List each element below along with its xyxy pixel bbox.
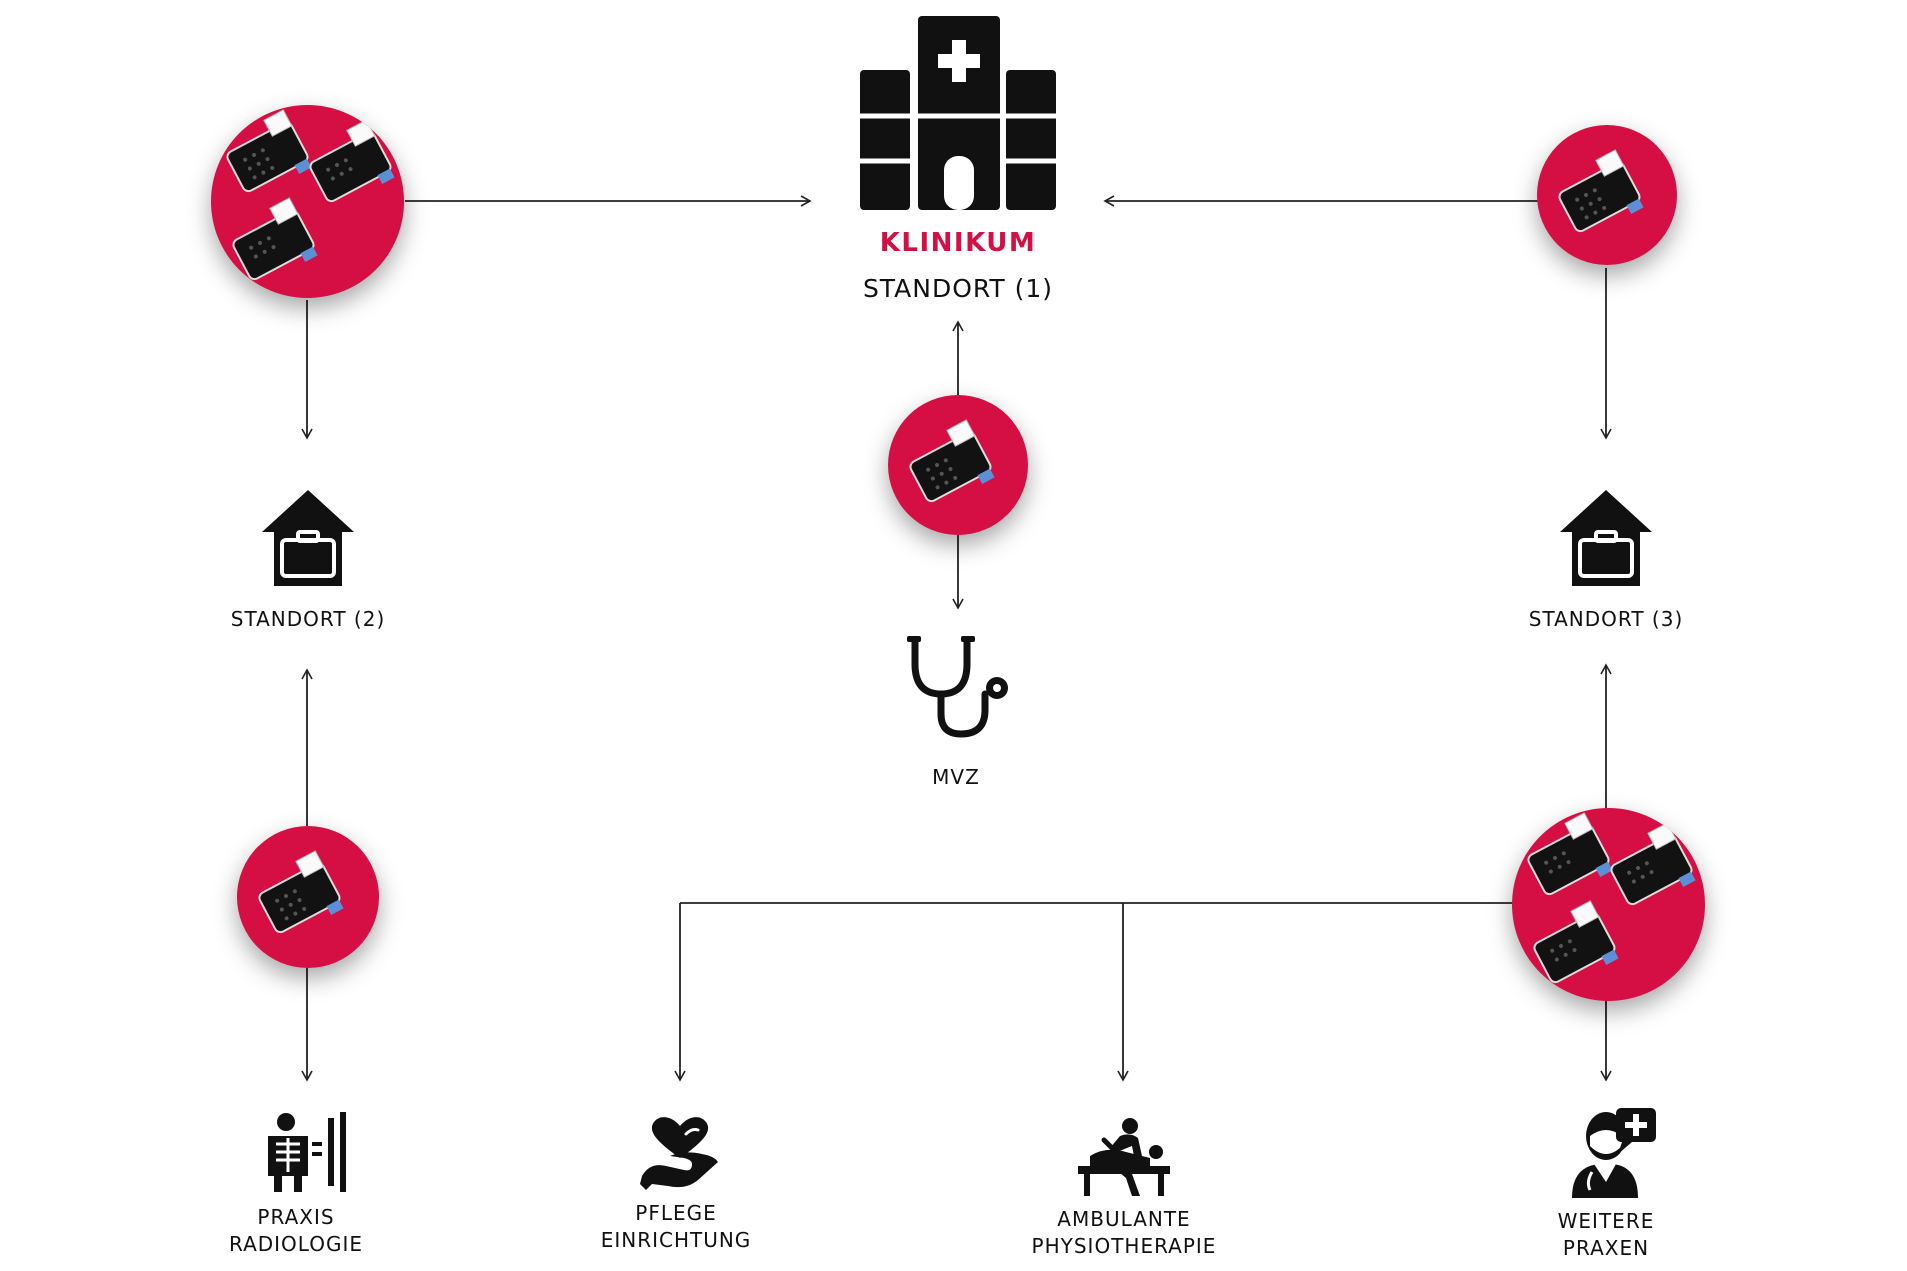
terminal-center xyxy=(888,395,1028,535)
radiologie-line2: RADIOLOGIE xyxy=(228,1232,364,1256)
physio-line1: AMBULANTE xyxy=(1057,1207,1191,1231)
radiologie-line1: PRAXIS xyxy=(257,1205,335,1229)
praxen-label: WEITERE PRAXEN xyxy=(1558,1208,1655,1262)
pflege-label: PFLEGE EINRICHTUNG xyxy=(601,1200,752,1254)
physio-label: AMBULANTE PHYSIOTHERAPIE xyxy=(1032,1206,1217,1260)
terminal-cluster-top-left xyxy=(211,105,404,298)
praxen-line2: PRAXEN xyxy=(1562,1236,1650,1260)
mvz-label: MVZ xyxy=(932,765,980,789)
physio-line2: PHYSIOTHERAPIE xyxy=(1031,1234,1217,1258)
hospital-icon xyxy=(860,16,1056,210)
physiotherapy-icon xyxy=(1078,1118,1170,1196)
card-terminal-icon xyxy=(1558,149,1644,233)
terminal-cluster-bottom-right xyxy=(1512,808,1705,1001)
klinikum-title: KLINIKUM xyxy=(879,228,1037,258)
standort-3-label: STANDORT (3) xyxy=(1528,607,1684,631)
standort-1-label: STANDORT (1) xyxy=(862,274,1054,303)
card-terminal-icon xyxy=(1527,812,1696,984)
house-briefcase-icon xyxy=(262,490,354,586)
card-terminal-icon xyxy=(258,850,344,934)
doctor-icon xyxy=(1572,1108,1656,1198)
pflege-line1: PFLEGE xyxy=(635,1201,717,1225)
xray-icon xyxy=(268,1112,346,1192)
heart-hand-icon xyxy=(640,1117,718,1190)
praxen-line1: WEITERE xyxy=(1557,1209,1655,1233)
terminal-top-right xyxy=(1537,125,1677,265)
house-briefcase-icon xyxy=(1560,490,1652,586)
standort-2-label: STANDORT (2) xyxy=(230,607,386,631)
pflege-line2: EINRICHTUNG xyxy=(600,1228,752,1252)
card-terminal-icon xyxy=(226,109,395,281)
terminal-bottom-left xyxy=(237,826,379,968)
stethoscope-icon xyxy=(907,636,1008,738)
radiologie-label: PRAXIS RADIOLOGIE xyxy=(229,1204,363,1258)
card-terminal-icon xyxy=(909,419,995,503)
